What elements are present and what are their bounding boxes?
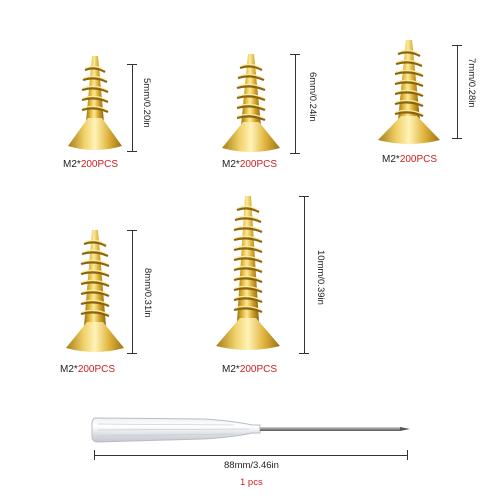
screw-7mm-image [378, 40, 440, 144]
screw-caption: M2*200PCS [60, 364, 115, 375]
size-label: 7mm/0.28in [466, 58, 477, 108]
caption-quantity: 200PCS [77, 364, 116, 375]
caption-quantity: 200PCS [239, 159, 278, 170]
dimension-line-10mm [304, 196, 305, 354]
dimension-line-8mm [132, 230, 133, 354]
screw-6mm-image [222, 54, 280, 152]
screw-caption: M2*200PCS [222, 159, 277, 170]
dimension-tick [290, 54, 300, 55]
screw-caption: M2*200PCS [382, 154, 437, 165]
caption-separator: * [73, 364, 78, 375]
caption-prefix: M2 [382, 154, 396, 165]
dimension-line-6mm [295, 54, 296, 154]
screw-5mm-image [68, 56, 122, 150]
screwdriver-length-label: 88mm/3.46in [224, 460, 279, 471]
screwdriver-quantity-label: 1 pcs [240, 477, 263, 488]
dimension-tick [299, 353, 309, 354]
dimension-tick [127, 353, 137, 354]
dimension-tick [127, 230, 137, 231]
dimension-tick [127, 151, 137, 152]
caption-separator: * [395, 154, 400, 165]
caption-prefix: M2 [60, 364, 74, 375]
dimension-tick [299, 196, 309, 197]
dimension-tick [127, 64, 137, 65]
screwdriver-image [91, 417, 410, 443]
screw-10mm-image [216, 196, 280, 350]
screw-caption: M2*200PCS [63, 159, 118, 170]
dimension-tick [452, 138, 462, 139]
dimension-line-5mm [132, 64, 133, 152]
size-label: 6mm/0.24in [307, 72, 318, 122]
caption-quantity: 200PCS [239, 364, 278, 375]
dimension-line-screwdriver [94, 455, 408, 456]
screw-caption: M2*200PCS [222, 364, 277, 375]
dimension-tick [407, 450, 408, 460]
caption-quantity: 200PCS [80, 159, 119, 170]
size-label: 8mm/0.31in [142, 268, 153, 318]
screw-8mm-image [66, 230, 124, 352]
size-label: 5mm/0.20in [141, 78, 152, 128]
dimension-tick [290, 153, 300, 154]
size-label: 10mm/0.39in [315, 250, 326, 305]
caption-prefix: M2 [222, 159, 236, 170]
dimension-tick [452, 45, 462, 46]
caption-separator: * [235, 159, 240, 170]
caption-separator: * [235, 364, 240, 375]
caption-prefix: M2 [222, 364, 236, 375]
caption-separator: * [76, 159, 81, 170]
caption-prefix: M2 [63, 159, 77, 170]
dimension-tick [94, 450, 95, 460]
caption-quantity: 200PCS [399, 154, 438, 165]
dimension-line-7mm [457, 45, 458, 139]
